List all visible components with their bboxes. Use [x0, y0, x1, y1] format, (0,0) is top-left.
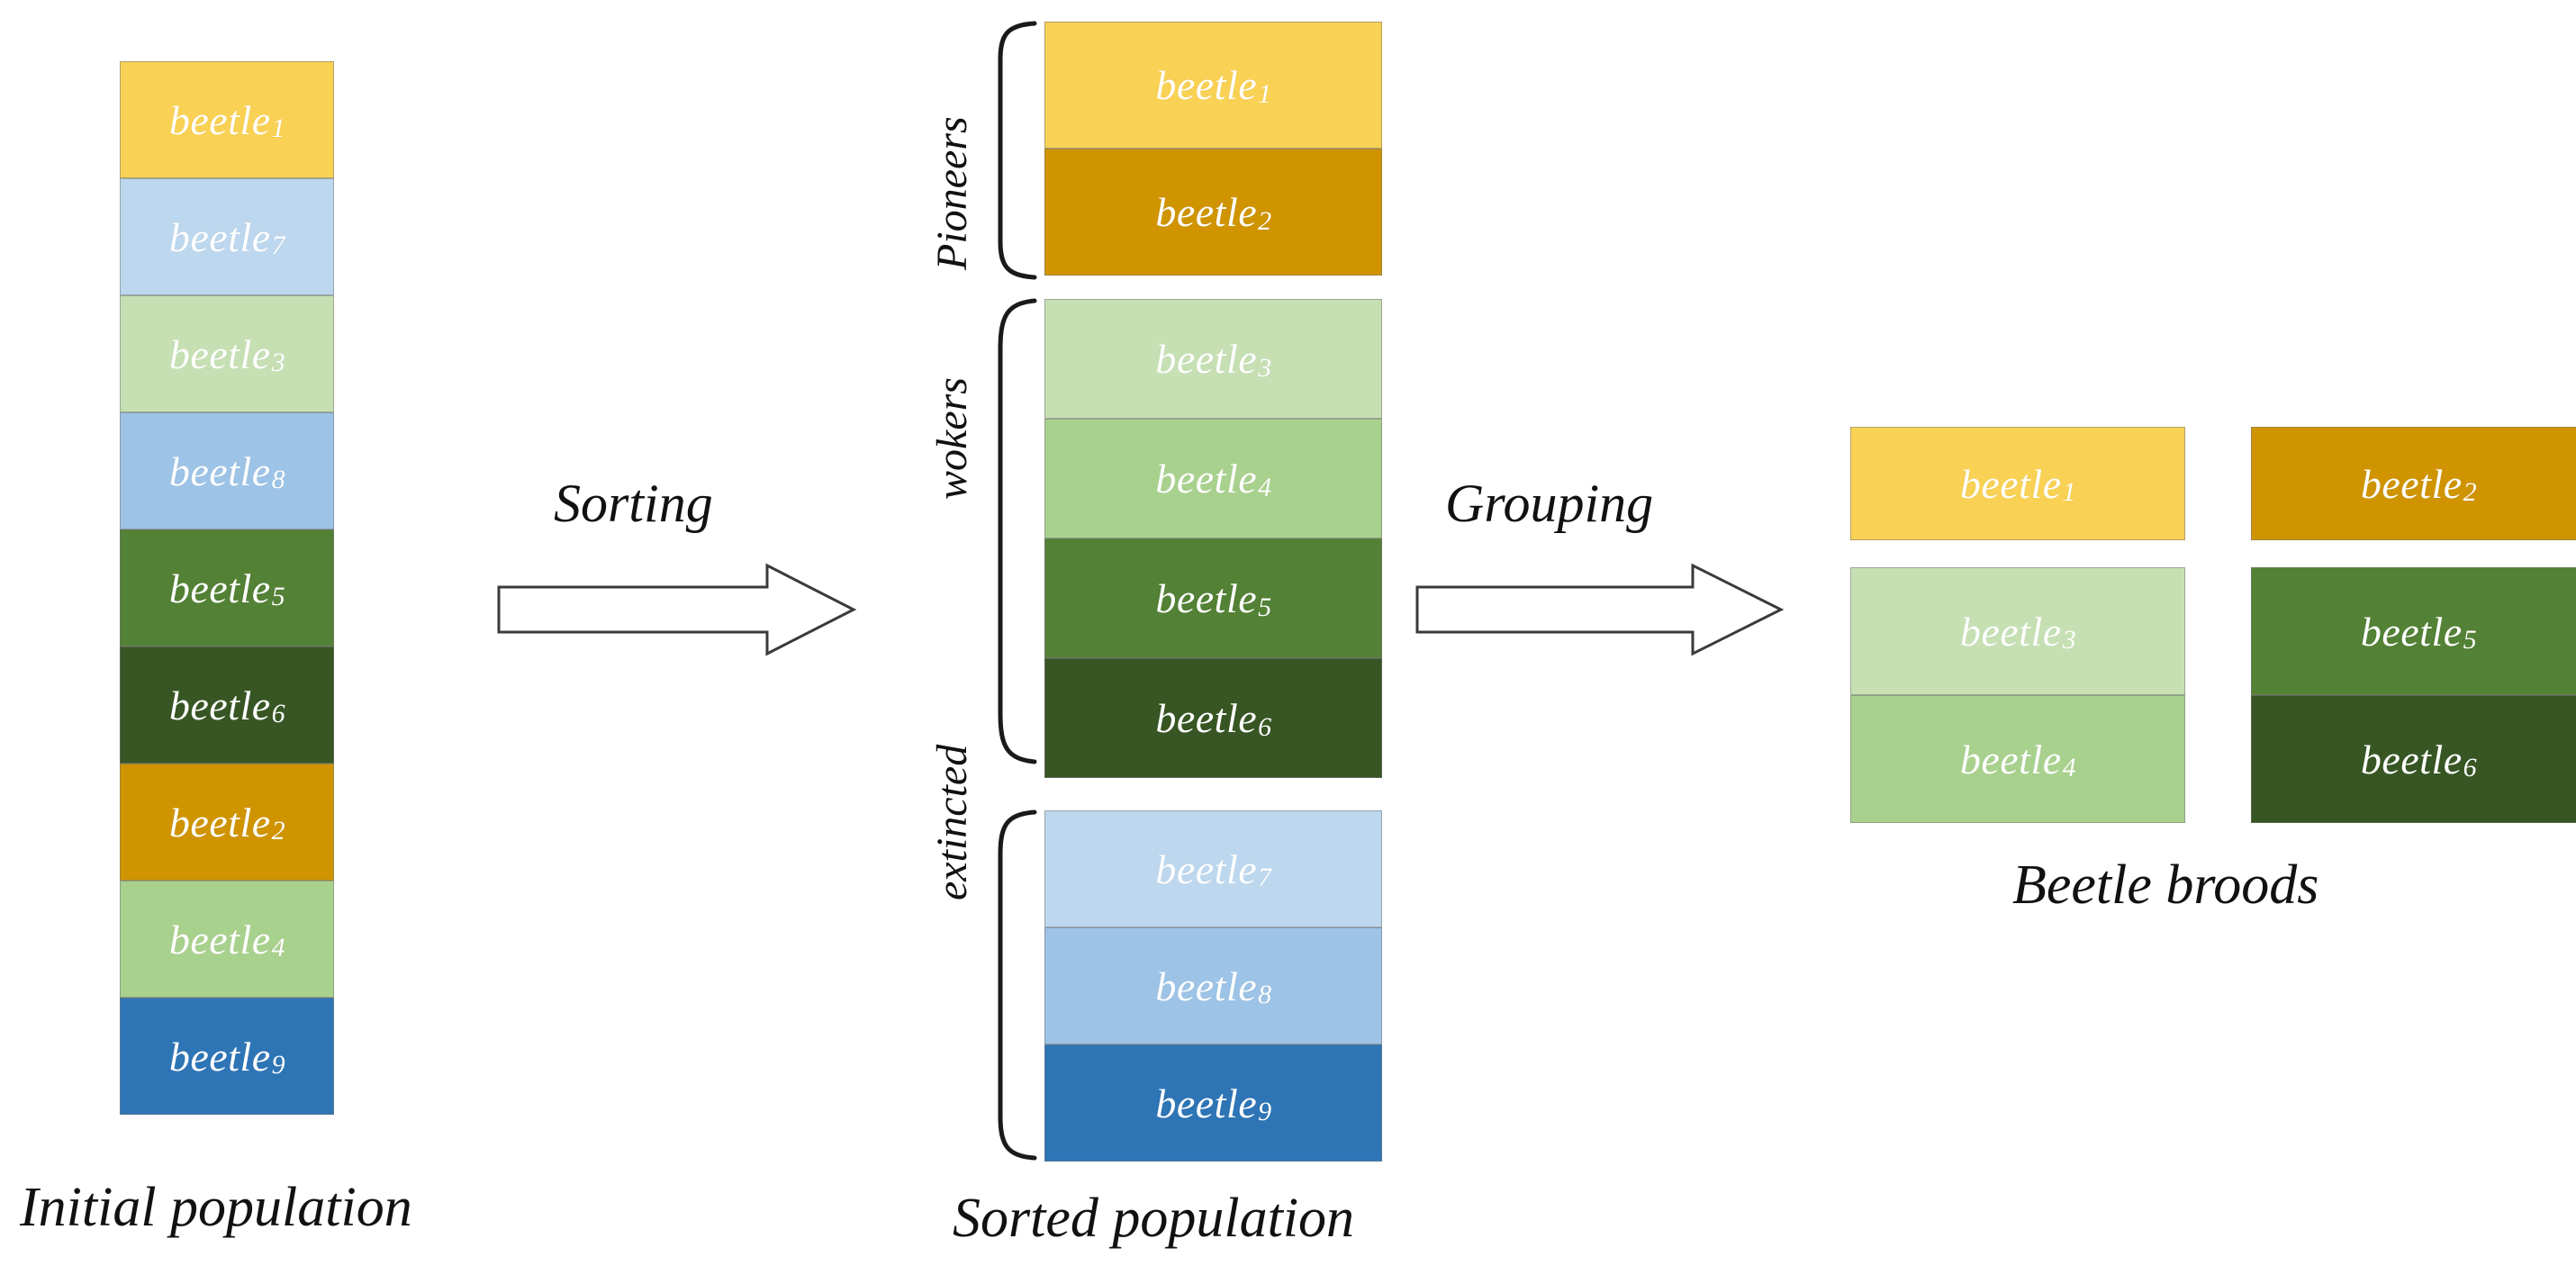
beetle-cell-index: 9	[1258, 1097, 1272, 1126]
beetle-cell-label: beetle	[168, 96, 271, 143]
beetle-cell-index: 1	[1258, 78, 1272, 109]
beetle-cell-label: beetle	[1155, 336, 1258, 382]
beetle-cell-label: beetle	[1959, 736, 2062, 782]
beetle-cell-index: 5	[271, 582, 286, 611]
beetle-cell-index: 4	[2062, 753, 2077, 782]
beetle-cell-index: 7	[271, 231, 286, 260]
grouping-arrow-icon	[1415, 560, 1785, 659]
beetle-cell-index: 2	[1258, 205, 1272, 236]
beetle-cell-index: 5	[1258, 592, 1272, 622]
initial-population-caption: Initial population	[20, 1177, 412, 1238]
pioneers-brace	[984, 20, 1038, 281]
extincted-brace	[984, 809, 1038, 1162]
beetle-cell-index: 9	[271, 1050, 286, 1080]
beetle-cell-index: 3	[1258, 352, 1272, 383]
beetle-cell-label: beetle	[1959, 608, 2062, 655]
beetle-cell-label: beetle	[1155, 963, 1258, 1009]
beetle-cell-label: beetle	[168, 213, 271, 260]
beetle-cell-label: beetle	[168, 330, 271, 377]
group-label-extincted: extincted	[928, 744, 976, 900]
beetle-cell-index: 2	[271, 816, 286, 845]
beetle-cell-label: beetle	[168, 682, 271, 728]
beetle-cell-index: 7	[1258, 863, 1272, 892]
beetle-cell-label: beetle	[2360, 736, 2463, 782]
beetle-cell-index: 4	[1258, 472, 1272, 502]
beetle-cell-label: beetle	[1155, 62, 1258, 108]
beetle-cell-index: 6	[1258, 711, 1272, 742]
sorting-arrow-icon	[497, 560, 857, 659]
beetle-cell-label: beetle	[168, 448, 271, 494]
beetle-cell-index: 6	[271, 699, 286, 728]
sorted-population-caption: Sorted population	[953, 1188, 1355, 1249]
beetle-cell-index: 6	[2463, 753, 2478, 782]
grouping-label: Grouping	[1445, 474, 1654, 533]
beetle-cell-label: beetle	[2360, 608, 2463, 655]
beetle-cell-label: beetle	[1155, 456, 1258, 502]
beetle-cell-label: beetle	[168, 916, 271, 963]
beetle-cell-index: 4	[271, 933, 286, 963]
beetle-cell-label: beetle	[1155, 845, 1258, 892]
wokers-brace	[984, 297, 1038, 765]
beetle-cell-label: beetle	[1155, 189, 1258, 235]
beetle-cell-index: 8	[1258, 980, 1272, 1009]
beetle-cell-index: 8	[271, 465, 286, 494]
beetle-cell-index: 5	[2463, 625, 2478, 655]
beetle-cell-index: 1	[2062, 477, 2077, 507]
beetle-cell-index: 1	[271, 113, 286, 143]
beetle-broods-caption: Beetle broods	[2012, 854, 2319, 916]
beetle-cell-label: beetle	[168, 799, 271, 845]
beetle-cell-label: beetle	[1155, 695, 1258, 741]
beetle-cell-index: 2	[2463, 477, 2478, 507]
beetle-cell-label: beetle	[1155, 1080, 1258, 1126]
sorting-label: Sorting	[554, 474, 713, 533]
beetle-cell-index: 3	[271, 348, 286, 377]
beetle-cell-label: beetle	[1155, 575, 1258, 621]
beetle-cell-label: beetle	[1959, 460, 2062, 507]
beetle-cell-label: beetle	[2360, 460, 2463, 507]
group-label-wokers: wokers	[928, 377, 976, 500]
group-label-pioneers: Pioneers	[928, 116, 976, 270]
beetle-cell-index: 3	[2062, 625, 2077, 655]
beetle-cell-label: beetle	[168, 1033, 271, 1080]
beetle-cell-label: beetle	[168, 565, 271, 611]
